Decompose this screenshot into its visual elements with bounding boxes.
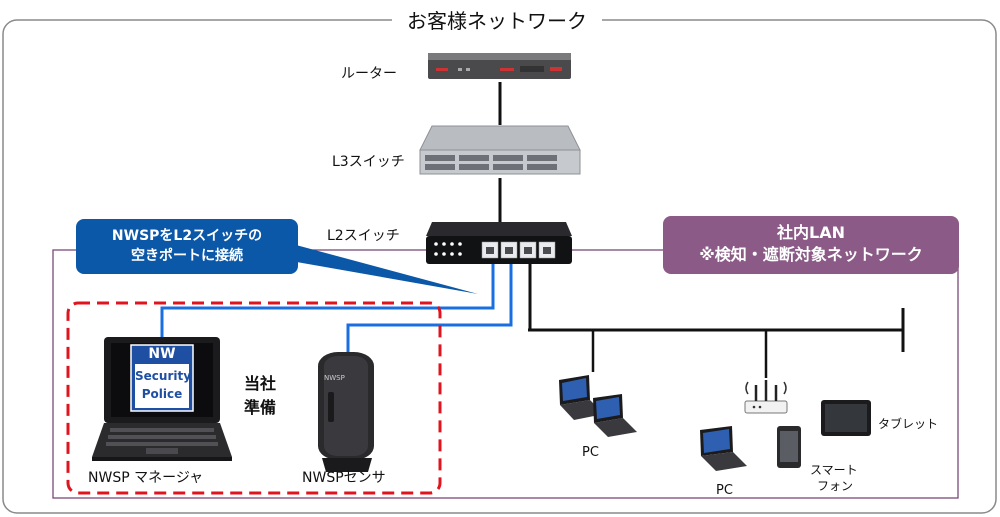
connect-callout-line1: NWSPをL2スイッチの [111,228,263,244]
pc-label-left: PC [582,445,599,460]
connect-callout-line2: 空きポートに接続 [131,248,243,264]
screen-logo-security: Security [135,369,192,383]
lan-callout-line2: ※検知・遮断対象ネットワーク [699,245,923,264]
prepared-line1: 当社 [244,374,277,393]
l3-switch-icon [419,125,581,175]
lan-bus [528,262,905,378]
l3-switch-label: L3スイッチ [332,154,405,170]
screen-logo-police: Police [141,387,183,401]
l2-switch-icon [426,222,572,264]
prepared-label: 当社 準備 [244,372,276,420]
smartphone-label-line1: スマート [810,463,858,477]
screen-logo-nw: NW [148,346,176,362]
sensor-label: NWSPセンサ [302,470,386,486]
router-label: ルーター [341,66,397,82]
callout-pointer [240,245,478,294]
manager-cable [160,262,495,340]
sensor-cable [346,262,513,352]
nwsp-sensor-icon [318,352,374,472]
tablet-icon [821,400,871,436]
pc-laptop-icon [559,375,604,420]
sensor-brand: NWSP [324,374,345,382]
pc-laptop-icon-3 [700,426,747,471]
lan-callout-line1: 社内LAN [777,223,845,242]
pc-label-right: PC [716,483,733,498]
our-preparation-box [66,301,442,495]
prepared-line2: 準備 [244,398,277,417]
page-title: お客様ネットワーク [392,5,602,34]
pc-laptop-icon-2 [593,394,637,437]
smartphone-icon [777,426,801,468]
manager-label: NWSP マネージャ [88,470,204,486]
lan-callout: 社内LAN ※検知・遮断対象ネットワーク [663,216,959,274]
smartphone-label-line2: フォン [817,479,854,493]
wireless-ap-icon [744,380,788,414]
router-icon [428,53,571,79]
connect-callout: NWSPをL2スイッチの 空きポートに接続 [76,219,298,274]
manager-laptop-icon [92,337,232,461]
tablet-label: タブレット [878,417,939,431]
l2-switch-label: L2スイッチ [327,228,400,244]
